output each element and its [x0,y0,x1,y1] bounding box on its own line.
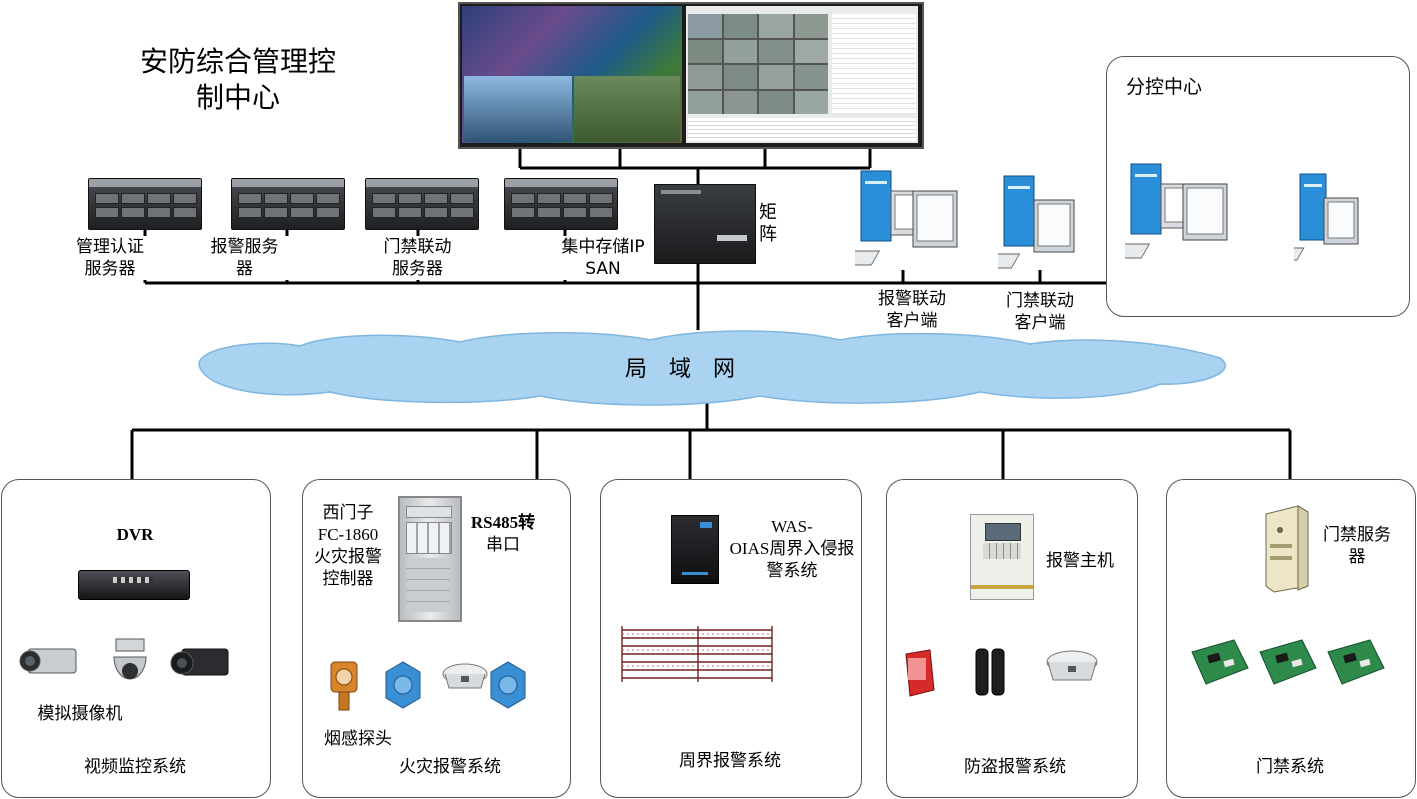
dome-camera-icon [113,638,147,680]
storage-san-server [504,178,618,230]
rs485-converter-label: RS485转 串口 [470,513,536,555]
access-client-computer-icon [998,175,1075,269]
perimeter-fence-icon [621,626,773,682]
monitor-right-screen [686,6,918,143]
access-server-label: 门禁服务器 [1323,525,1391,567]
alarm-client-label: 报警联动客户端 [862,288,962,332]
access-controller-board-icon [1259,639,1317,685]
sub-center-computer-icon [1294,173,1359,261]
theft-subsystem-title: 防盗报警系统 [964,757,1066,777]
fire-controller-label: 西门子 FC-1860 火灾报警 控制器 [314,503,382,589]
control-center-title-line1: 安防综合管理控 [139,45,336,78]
access-controller-board-icon [1191,639,1249,685]
perimeter-subsystem-title: 周界报警系统 [679,751,781,771]
access-subsystem-title: 门禁系统 [1256,757,1324,777]
matrix-label: 矩阵 [759,202,777,245]
monitor-left-tile [574,76,680,142]
gas-detector-icon [330,661,358,711]
alarm-server [231,178,345,230]
bullet-camera-icon [170,648,229,676]
smoke-detector-icon [1046,650,1098,681]
sub-center-title: 分控中心 [1126,76,1203,98]
control-center-title: 安防综合管理控 制中心 [118,44,358,116]
perimeter-device-label: WAS- OIAS周界入侵报 警系统 [729,517,855,581]
blue-detector-icon [385,661,421,709]
dvr-label: DVR [116,525,154,544]
lan-label: 局 域 网 [624,357,735,382]
video-matrix-device [654,184,756,264]
access-client-label: 门禁联动客户端 [990,290,1090,334]
auth-server [88,178,202,230]
auth-server-label: 管理认证服务器 [55,236,165,280]
alarm-host-label: 报警主机 [1046,551,1114,571]
alarm-client-computer-icon [855,170,958,266]
perimeter-controller-device [671,515,719,584]
ir-beam-detector-icon [975,648,1005,696]
monitor-log-panel [688,118,916,141]
lan-cloud [198,330,1227,406]
alarm-server-label: 报警服务器 [192,236,297,280]
monitor-wall [458,2,924,149]
smoke-detector-label: 烟感探头 [324,729,392,749]
access-controller-board-icon [1327,639,1385,685]
access-control-server-icon [1265,505,1309,593]
control-center-title-line2: 制中心 [195,81,280,114]
analog-camera-label: 模拟摄像机 [37,704,123,724]
monitor-cctv-grid [688,14,828,114]
access-link-server-label: 门禁联动服务器 [365,236,470,280]
video-subsystem-title: 视频监控系统 [84,757,186,777]
monitor-event-list [832,14,916,114]
sub-center-computer-icon [1125,163,1228,259]
box-camera-icon [19,648,77,674]
fire-alarm-controller-cabinet [398,496,462,622]
blue-detector-icon [490,661,526,709]
siren-icon [905,649,935,697]
access-link-server [365,178,479,230]
fire-subsystem-title: 火灾报警系统 [399,757,501,777]
smoke-detector-icon [442,663,488,689]
alarm-host-device [970,514,1034,600]
dvr-device [78,570,190,600]
monitor-left-tile [464,76,572,142]
